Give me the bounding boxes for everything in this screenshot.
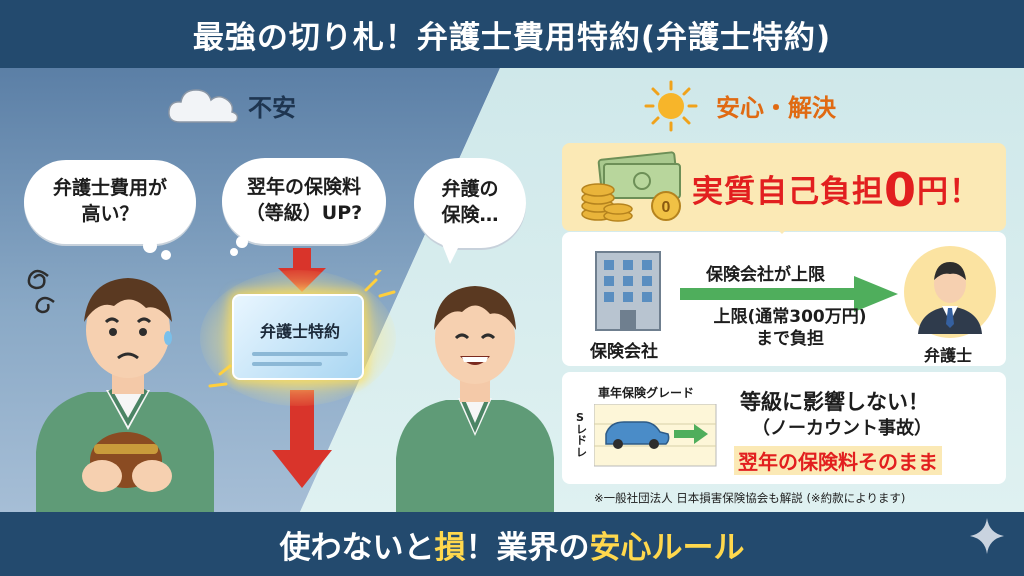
right-arrow-icon (680, 276, 898, 312)
worried-man-illustration (27, 269, 214, 512)
no-effect-text: 等級に影響しない！ (740, 390, 929, 414)
company-label: 保険会社 (590, 342, 658, 362)
card-stripe (252, 352, 348, 356)
footer-loss: 損 (434, 529, 466, 566)
cost-suffix: 円！ (917, 174, 982, 210)
bubble-line: 弁護士費用が (52, 177, 167, 200)
grade-axis: Sレドレ (576, 411, 587, 459)
cost-prefix: 実質自己負担 (692, 174, 884, 210)
no-count-text: （ノーカウント事故） (752, 418, 932, 439)
cost-zero-panel: 実質自己負担0円！ (562, 143, 1006, 231)
source-note: ※一般社団法人 日本損害保険協会も解説 (※約款によります) (594, 491, 906, 505)
flow-bottom-text: 上限(通常300万円) まで負担 (706, 306, 874, 350)
footer-banner: 使わないと損！業界の安心ルール (0, 512, 1024, 576)
bubble-line: （等級）UP? (245, 202, 363, 224)
flow-top-text: 保険会社が上限 (706, 265, 825, 285)
footer-prefix: 使わないと (279, 529, 435, 566)
smiling-man-illustration (396, 286, 554, 512)
cost-zero-text: 実質自己負担0円！ (692, 163, 981, 217)
bubble-line: 弁護の (441, 178, 499, 201)
sun-icon (644, 80, 698, 132)
sparkle-icon (970, 518, 1004, 554)
cloud-icon (168, 89, 239, 123)
thought-dots (230, 236, 248, 256)
svg-text:0: 0 (662, 199, 671, 216)
worry-label: 不安 (248, 94, 296, 122)
card-label: 弁護士特約 (259, 322, 340, 341)
panel-notch (770, 222, 794, 234)
sparkle-lines (364, 270, 396, 298)
flow-line: 上限(通常300万円) (713, 307, 867, 327)
bubble-line: 翌年の保険料 (246, 176, 361, 199)
building-icon (595, 251, 661, 331)
lawyer-avatar (904, 246, 996, 338)
lawyer-thought-bubble: 弁護の保険… (414, 158, 526, 248)
premium-worry-bubble: 翌年の保険料 （等級）UP? (222, 158, 386, 244)
fee-worry-bubble: 弁護士費用が高い？ (24, 160, 196, 244)
lawyer-label: 弁護士 (924, 346, 973, 365)
grade-title: 車年保険グレード (598, 386, 695, 400)
flow-line: まで負担 (756, 329, 824, 350)
speech-tail (442, 244, 460, 264)
footer-middle: ！業界の (465, 529, 590, 566)
bubble-line: 高い？ (81, 203, 139, 225)
premium-same-text: 翌年の保険料そのまま (734, 446, 942, 475)
relief-label: 安心・解決 (716, 94, 836, 122)
footer-safe: 安心ルール (589, 529, 745, 566)
money-icon: 0 (581, 151, 681, 222)
card-stripe (252, 362, 322, 366)
bubble-line: 保険… (441, 204, 499, 226)
page-title: 最強の切り札！弁護士費用特約(弁護士特約) (0, 0, 1024, 68)
sparkle-lines (208, 364, 232, 388)
grade-chart-icon (594, 404, 717, 467)
cost-zero: 0 (884, 163, 918, 217)
thought-dots (143, 239, 171, 260)
legal-insurance-card: 弁護士特約 (232, 294, 364, 380)
